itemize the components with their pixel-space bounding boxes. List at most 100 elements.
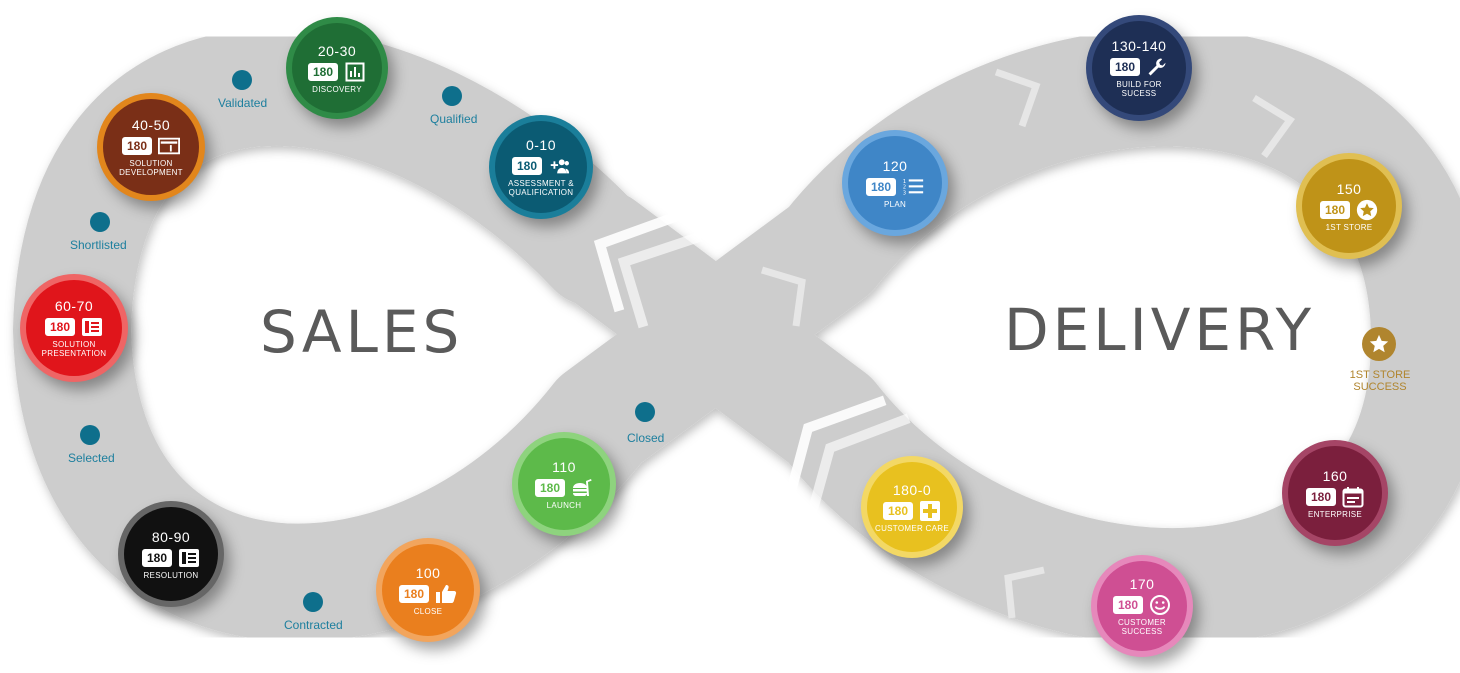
badge-180: 180 <box>141 548 173 567</box>
milestone-dot <box>232 70 252 90</box>
smiley-icon <box>1149 595 1171 615</box>
stage-name: CUSTOMER SUCCESS <box>1117 618 1167 636</box>
stage-name: SOLUTION DEVELOPMENT <box>119 159 183 177</box>
stage-range: 40-50 <box>131 117 171 133</box>
stage-badge-row: 180 <box>1305 486 1364 507</box>
stage-name: SOLUTION PRESENTATION <box>41 340 107 358</box>
stage-badge-row: 180 <box>141 548 200 568</box>
svg-text:1: 1 <box>903 178 906 184</box>
milestone-label: Validated <box>218 96 268 110</box>
chart-icon <box>344 62 366 82</box>
delivery-label: DELIVERY <box>1004 296 1316 364</box>
badge-180: 180 <box>865 177 897 196</box>
sales-label: SALES <box>260 298 464 366</box>
milestone-label: Closed <box>627 431 665 445</box>
stage-range: 160 <box>1322 467 1348 484</box>
layout-icon <box>158 136 181 156</box>
svg-text:2: 2 <box>903 184 906 190</box>
milestone-label: Contracted <box>284 618 343 632</box>
milestone-label: Qualified <box>430 112 478 126</box>
stage-name: LAUNCH <box>546 500 582 510</box>
wrench-icon <box>1146 57 1168 77</box>
presentation-icon <box>81 317 103 337</box>
stage-range: 150 <box>1336 180 1362 197</box>
stage-range: 170 <box>1129 576 1155 592</box>
star-icon <box>1369 334 1389 353</box>
stage-range: 20-30 <box>317 42 357 59</box>
calendar-icon <box>1342 486 1364 507</box>
stage-badge-row: 180 <box>534 478 593 498</box>
stage-badge-row: 180 <box>398 584 457 604</box>
svg-text:3: 3 <box>903 190 906 196</box>
first-store-success-marker <box>1362 327 1396 361</box>
stage-range: 80-90 <box>151 528 191 545</box>
milestone-dot <box>80 425 100 445</box>
stage-name: BUILD FOR SUCESS <box>1116 80 1162 98</box>
stage-badge-row: 180 <box>121 136 181 156</box>
badge-180: 180 <box>1112 596 1144 614</box>
stage-badge-row: 180 <box>307 62 366 82</box>
milestone-label: Shortlisted <box>70 238 127 252</box>
stage-name: CLOSE <box>413 606 443 616</box>
milestone-dot <box>442 86 462 106</box>
add-user-icon <box>548 156 570 176</box>
stage-name: ASSESSMENT & QUALIFICATION <box>508 179 574 197</box>
plus-icon <box>919 500 941 521</box>
first-store-success-label: 1ST STORE SUCCESS <box>1338 369 1422 393</box>
milestone-label: Selected <box>68 451 115 465</box>
badge-180: 180 <box>307 62 339 81</box>
milestone-dot <box>635 402 655 422</box>
stage-badge-row: 180 <box>44 317 103 337</box>
stage-badge-row: 180 <box>1319 199 1378 220</box>
stage-range: 100 <box>415 564 441 581</box>
star-label-line2: SUCCESS <box>1353 381 1407 393</box>
stage-range: 60-70 <box>54 298 94 314</box>
stage-badge-row: 180 <box>882 500 941 521</box>
stage-badge-row: 180 <box>1109 57 1168 77</box>
badge-180: 180 <box>121 137 153 155</box>
badge-180: 180 <box>534 478 566 497</box>
badge-180: 180 <box>398 584 430 603</box>
stage-range: 0-10 <box>525 137 557 153</box>
food-icon <box>571 478 593 498</box>
badge-180: 180 <box>882 501 914 520</box>
stage-badge-row: 180 <box>1112 595 1171 615</box>
milestone-dot <box>90 212 110 232</box>
stage-range: 130-140 <box>1111 38 1167 54</box>
badge-180: 180 <box>1109 58 1141 76</box>
milestone-dot <box>303 592 323 612</box>
badge-180: 180 <box>511 157 543 175</box>
stage-name: DISCOVERY <box>312 84 362 94</box>
stage-name: PLAN <box>883 199 907 209</box>
thumbs-up-icon <box>435 584 457 604</box>
badge-180: 180 <box>1305 487 1337 506</box>
stage-name: RESOLUTION <box>143 570 199 580</box>
stage-range: 180-0 <box>892 481 932 498</box>
direction-chevrons <box>593 211 911 513</box>
star-icon <box>1356 199 1378 220</box>
badge-180: 180 <box>44 318 76 336</box>
